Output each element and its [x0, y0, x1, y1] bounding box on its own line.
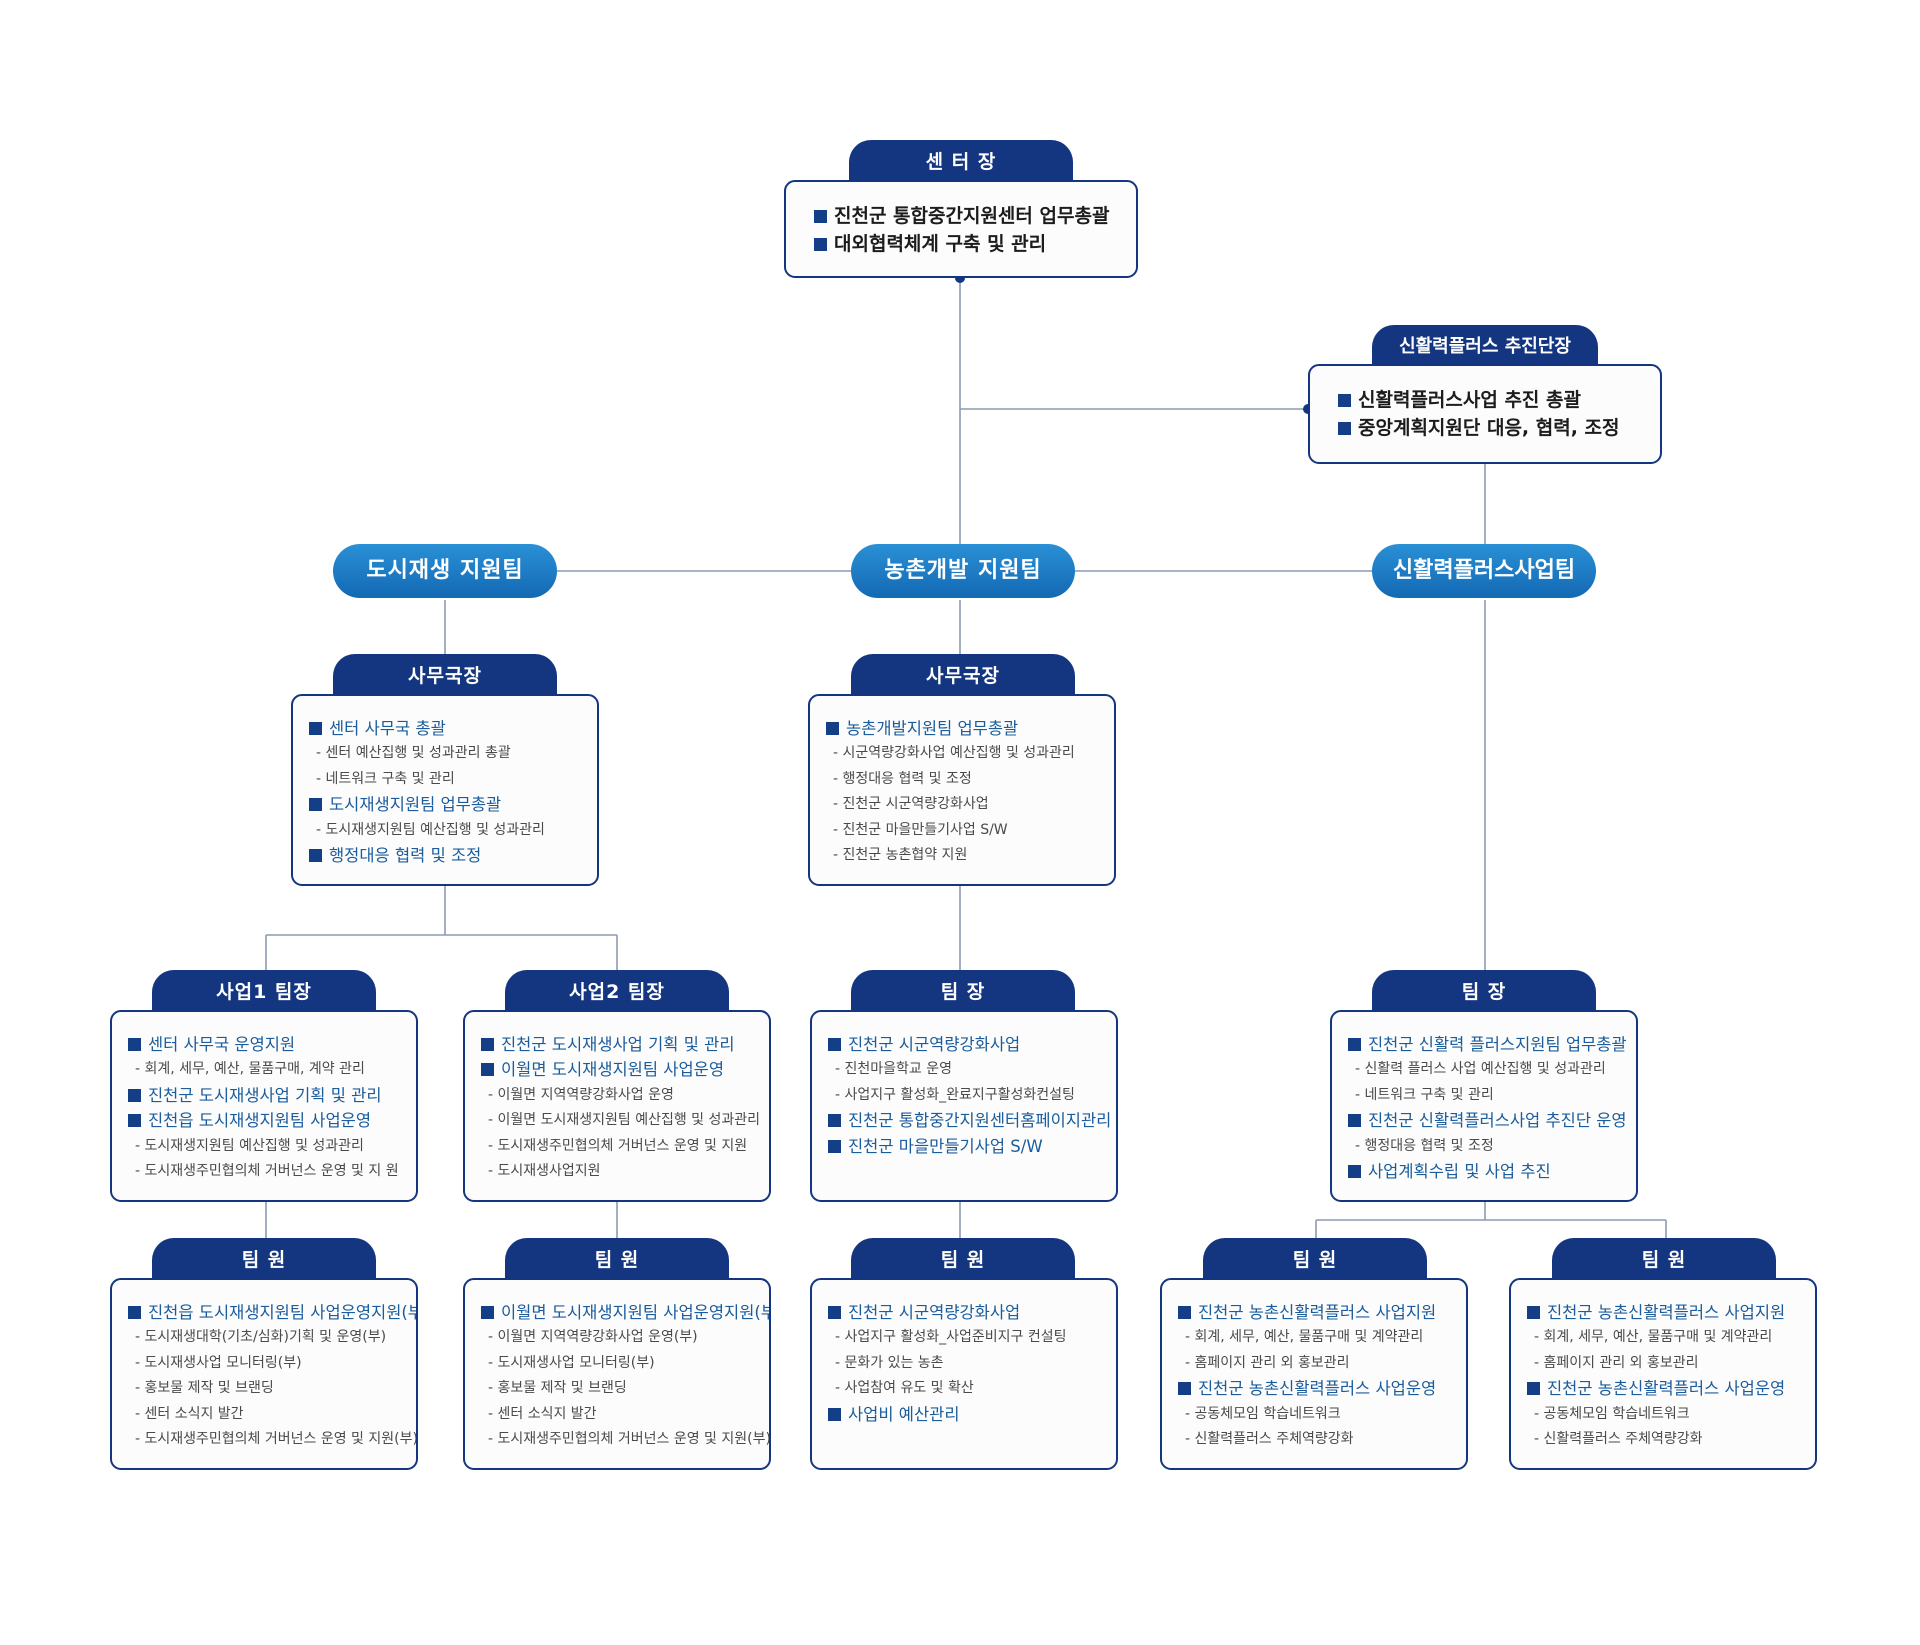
- team-plus-pill: 신활력플러스사업팀: [1372, 544, 1596, 598]
- urban-secretary-box: 센터 사무국 총괄 - 센터 예산집행 및 성과관리 총괄 - 네트워크 구축 및 …: [291, 694, 599, 886]
- item-detail: - 진천마을학교 운영: [835, 1061, 952, 1078]
- plus-member1-box: 진천군 농촌신활력플러스 사업지원 - 회계, 세무, 예산, 물품구매 및 계약…: [1160, 1278, 1468, 1470]
- item-heading: 대외협력체계 구축 및 관리: [814, 230, 1108, 258]
- item-detail: - 시군역량강화사업 예산집행 및 성과관리: [833, 745, 1075, 762]
- item-detail: - 도시재생대학(기초/심화)기획 및 운영(부): [135, 1329, 387, 1346]
- item-heading: 농촌개발지원팀 업무총괄: [826, 716, 1098, 741]
- director-tab: 센 터 장: [849, 140, 1073, 182]
- item-heading: 진천군 도시재생사업 기획 및 관리: [481, 1032, 753, 1057]
- rural-secretary-box: 농촌개발지원팀 업무총괄 - 시군역량강화사업 예산집행 및 성과관리 - 행정대응…: [808, 694, 1116, 886]
- item-detail: - 진천군 농촌협약 지원: [833, 846, 968, 863]
- item-detail: - 진천군 마을만들기사업 S/W: [833, 821, 1008, 838]
- item-detail: - 센터 소식지 발간: [488, 1405, 597, 1422]
- team-urban-pill: 도시재생 지원팀: [333, 544, 557, 598]
- item-detail: - 회계, 세무, 예산, 물품구매 및 계약관리: [1185, 1329, 1424, 1346]
- item-detail: - 네트워크 구축 및 관리: [316, 770, 455, 787]
- item-detail: - 센터 소식지 발간: [135, 1405, 244, 1422]
- item-detail: - 도시재생주민협의체 거버넌스 운영 및 지 원: [135, 1162, 399, 1179]
- item-detail: - 사업지구 활성화_완료지구활성화컨설팅: [835, 1086, 1075, 1103]
- item-heading: 진천군 시군역량강화사업: [828, 1300, 1100, 1325]
- item-heading: 센터 사무국 총괄: [309, 716, 581, 741]
- rural-leader-box: 진천군 시군역량강화사업 - 진천마을학교 운영 - 사업지구 활성화_완료지구활성…: [810, 1010, 1118, 1202]
- item-detail: - 도시재생지원팀 예산집행 및 성과관리: [135, 1137, 364, 1154]
- item-detail: - 행정대응 협력 및 조정: [833, 770, 972, 787]
- rural-member-box: 진천군 시군역량강화사업 - 사업지구 활성화_사업준비지구 컨설팅 - 문화가 있…: [810, 1278, 1118, 1470]
- item-heading: 진천군 통합중간지원센터 업무총괄: [814, 202, 1109, 230]
- plus-leader-box: 진천군 신활력 플러스지원팀 업무총괄 - 신활력 플러스 사업 예산집행 및 성…: [1330, 1010, 1638, 1202]
- biz1-leader-tab: 사업1 팀장: [152, 970, 376, 1012]
- item-heading: 진천군 마을만들기사업 S/W: [828, 1134, 1100, 1159]
- item-heading: 진천군 농촌신활력플러스 사업운영: [1178, 1376, 1450, 1401]
- item-detail: - 회계, 세무, 예산, 물품구매, 계약 관리: [135, 1061, 365, 1078]
- rural-leader-tab: 팀 장: [851, 970, 1075, 1012]
- item-detail: - 공동체모임 학습네트워크: [1185, 1405, 1341, 1422]
- item-heading: 행정대응 협력 및 조정: [309, 843, 581, 868]
- item-detail: - 홈페이지 관리 외 홍보관리: [1534, 1354, 1699, 1371]
- rural-secretary-tab: 사무국장: [851, 654, 1075, 696]
- item-detail: - 문화가 있는 농촌: [835, 1354, 944, 1371]
- item-heading: 이월면 도시재생지원팀 사업운영: [481, 1057, 753, 1082]
- rural-member-tab: 팀 원: [851, 1238, 1075, 1280]
- biz2-member-tab: 팀 원: [505, 1238, 729, 1280]
- item-detail: - 도시재생주민협의체 거버넌스 운영 및 지원(부): [488, 1430, 771, 1447]
- plus-member2-box: 진천군 농촌신활력플러스 사업지원 - 회계, 세무, 예산, 물품구매 및 계약…: [1509, 1278, 1817, 1470]
- item-heading: 진천군 시군역량강화사업: [828, 1032, 1100, 1057]
- item-detail: - 사업참여 유도 및 확산: [835, 1380, 974, 1397]
- item-heading: 진천군 도시재생사업 기획 및 관리: [128, 1083, 400, 1108]
- item-detail: - 도시재생지원팀 예산집행 및 성과관리: [316, 821, 545, 838]
- biz2-leader-tab: 사업2 팀장: [505, 970, 729, 1012]
- item-detail: - 도시재생사업지원: [488, 1162, 601, 1179]
- urban-secretary-tab: 사무국장: [333, 654, 557, 696]
- item-heading: 이월면 도시재생지원팀 사업운영지원(부): [481, 1300, 769, 1325]
- plus-head-tab: 신활력플러스 추진단장: [1372, 325, 1598, 367]
- item-heading: 진천군 농촌신활력플러스 사업운영: [1527, 1376, 1799, 1401]
- item-heading: 진천군 신활력 플러스지원팀 업무총괄: [1348, 1032, 1627, 1057]
- item-heading: 신활력플러스사업 추진 총괄: [1338, 386, 1632, 414]
- item-detail: - 홈페이지 관리 외 홍보관리: [1185, 1354, 1350, 1371]
- biz1-member-tab: 팀 원: [152, 1238, 376, 1280]
- item-heading: 중앙계획지원단 대응, 협력, 조정: [1338, 414, 1632, 442]
- item-detail: - 회계, 세무, 예산, 물품구매 및 계약관리: [1534, 1329, 1773, 1346]
- item-detail: - 이월면 지역역량강화사업 운영(부): [488, 1329, 698, 1346]
- biz1-member-box: 진천읍 도시재생지원팀 사업운영지원(부) - 도시재생대학(기초/심화)기획 및…: [110, 1278, 418, 1470]
- item-heading: 센터 사무국 운영지원: [128, 1032, 400, 1057]
- item-heading: 사업계획수립 및 사업 추진: [1348, 1159, 1620, 1184]
- item-heading: 진천군 신활력플러스사업 추진단 운영: [1348, 1108, 1627, 1133]
- item-detail: - 공동체모임 학습네트워크: [1534, 1405, 1690, 1422]
- item-detail: - 센터 예산집행 및 성과관리 총괄: [316, 745, 511, 762]
- item-detail: - 신활력 플러스 사업 예산집행 및 성과관리: [1355, 1061, 1606, 1078]
- item-heading: 진천읍 도시재생지원팀 사업운영지원(부): [128, 1300, 416, 1325]
- item-detail: - 진천군 시군역량강화사업: [833, 796, 989, 813]
- item-detail: - 신활력플러스 주체역량강화: [1185, 1430, 1354, 1447]
- item-heading: 진천군 농촌신활력플러스 사업지원: [1178, 1300, 1450, 1325]
- item-detail: - 도시재생사업 모니터링(부): [488, 1354, 655, 1371]
- plus-member2-tab: 팀 원: [1552, 1238, 1776, 1280]
- item-detail: - 사업지구 활성화_사업준비지구 컨설팅: [835, 1329, 1067, 1346]
- plus-member1-tab: 팀 원: [1203, 1238, 1427, 1280]
- item-detail: - 홍보물 제작 및 브랜딩: [135, 1380, 274, 1397]
- item-heading: 도시재생지원팀 업무총괄: [309, 792, 581, 817]
- item-detail: - 도시재생주민협의체 거버넌스 운영 및 지원: [488, 1137, 748, 1154]
- item-detail: - 네트워크 구축 및 관리: [1355, 1086, 1494, 1103]
- item-heading: 사업비 예산관리: [828, 1402, 1100, 1427]
- item-detail: - 이월면 지역역량강화사업 운영: [488, 1086, 674, 1103]
- item-heading: 진천군 농촌신활력플러스 사업지원: [1527, 1300, 1799, 1325]
- item-detail: - 도시재생사업 모니터링(부): [135, 1354, 302, 1371]
- biz2-member-box: 이월면 도시재생지원팀 사업운영지원(부) - 이월면 지역역량강화사업 운영(부…: [463, 1278, 771, 1470]
- plus-leader-tab: 팀 장: [1372, 970, 1596, 1012]
- item-detail: - 도시재생주민협의체 거버넌스 운영 및 지원(부): [135, 1430, 418, 1447]
- item-detail: - 행정대응 협력 및 조정: [1355, 1137, 1494, 1154]
- item-heading: 진천군 통합중간지원센터홈페이지관리: [828, 1108, 1111, 1133]
- team-rural-pill: 농촌개발 지원팀: [851, 544, 1075, 598]
- item-detail: - 홍보물 제작 및 브랜딩: [488, 1380, 627, 1397]
- item-heading: 진천읍 도시재생지원팀 사업운영: [128, 1108, 400, 1133]
- item-detail: - 신활력플러스 주체역량강화: [1534, 1430, 1703, 1447]
- item-detail: - 이월면 도시재생지원팀 예산집행 및 성과관리: [488, 1112, 761, 1129]
